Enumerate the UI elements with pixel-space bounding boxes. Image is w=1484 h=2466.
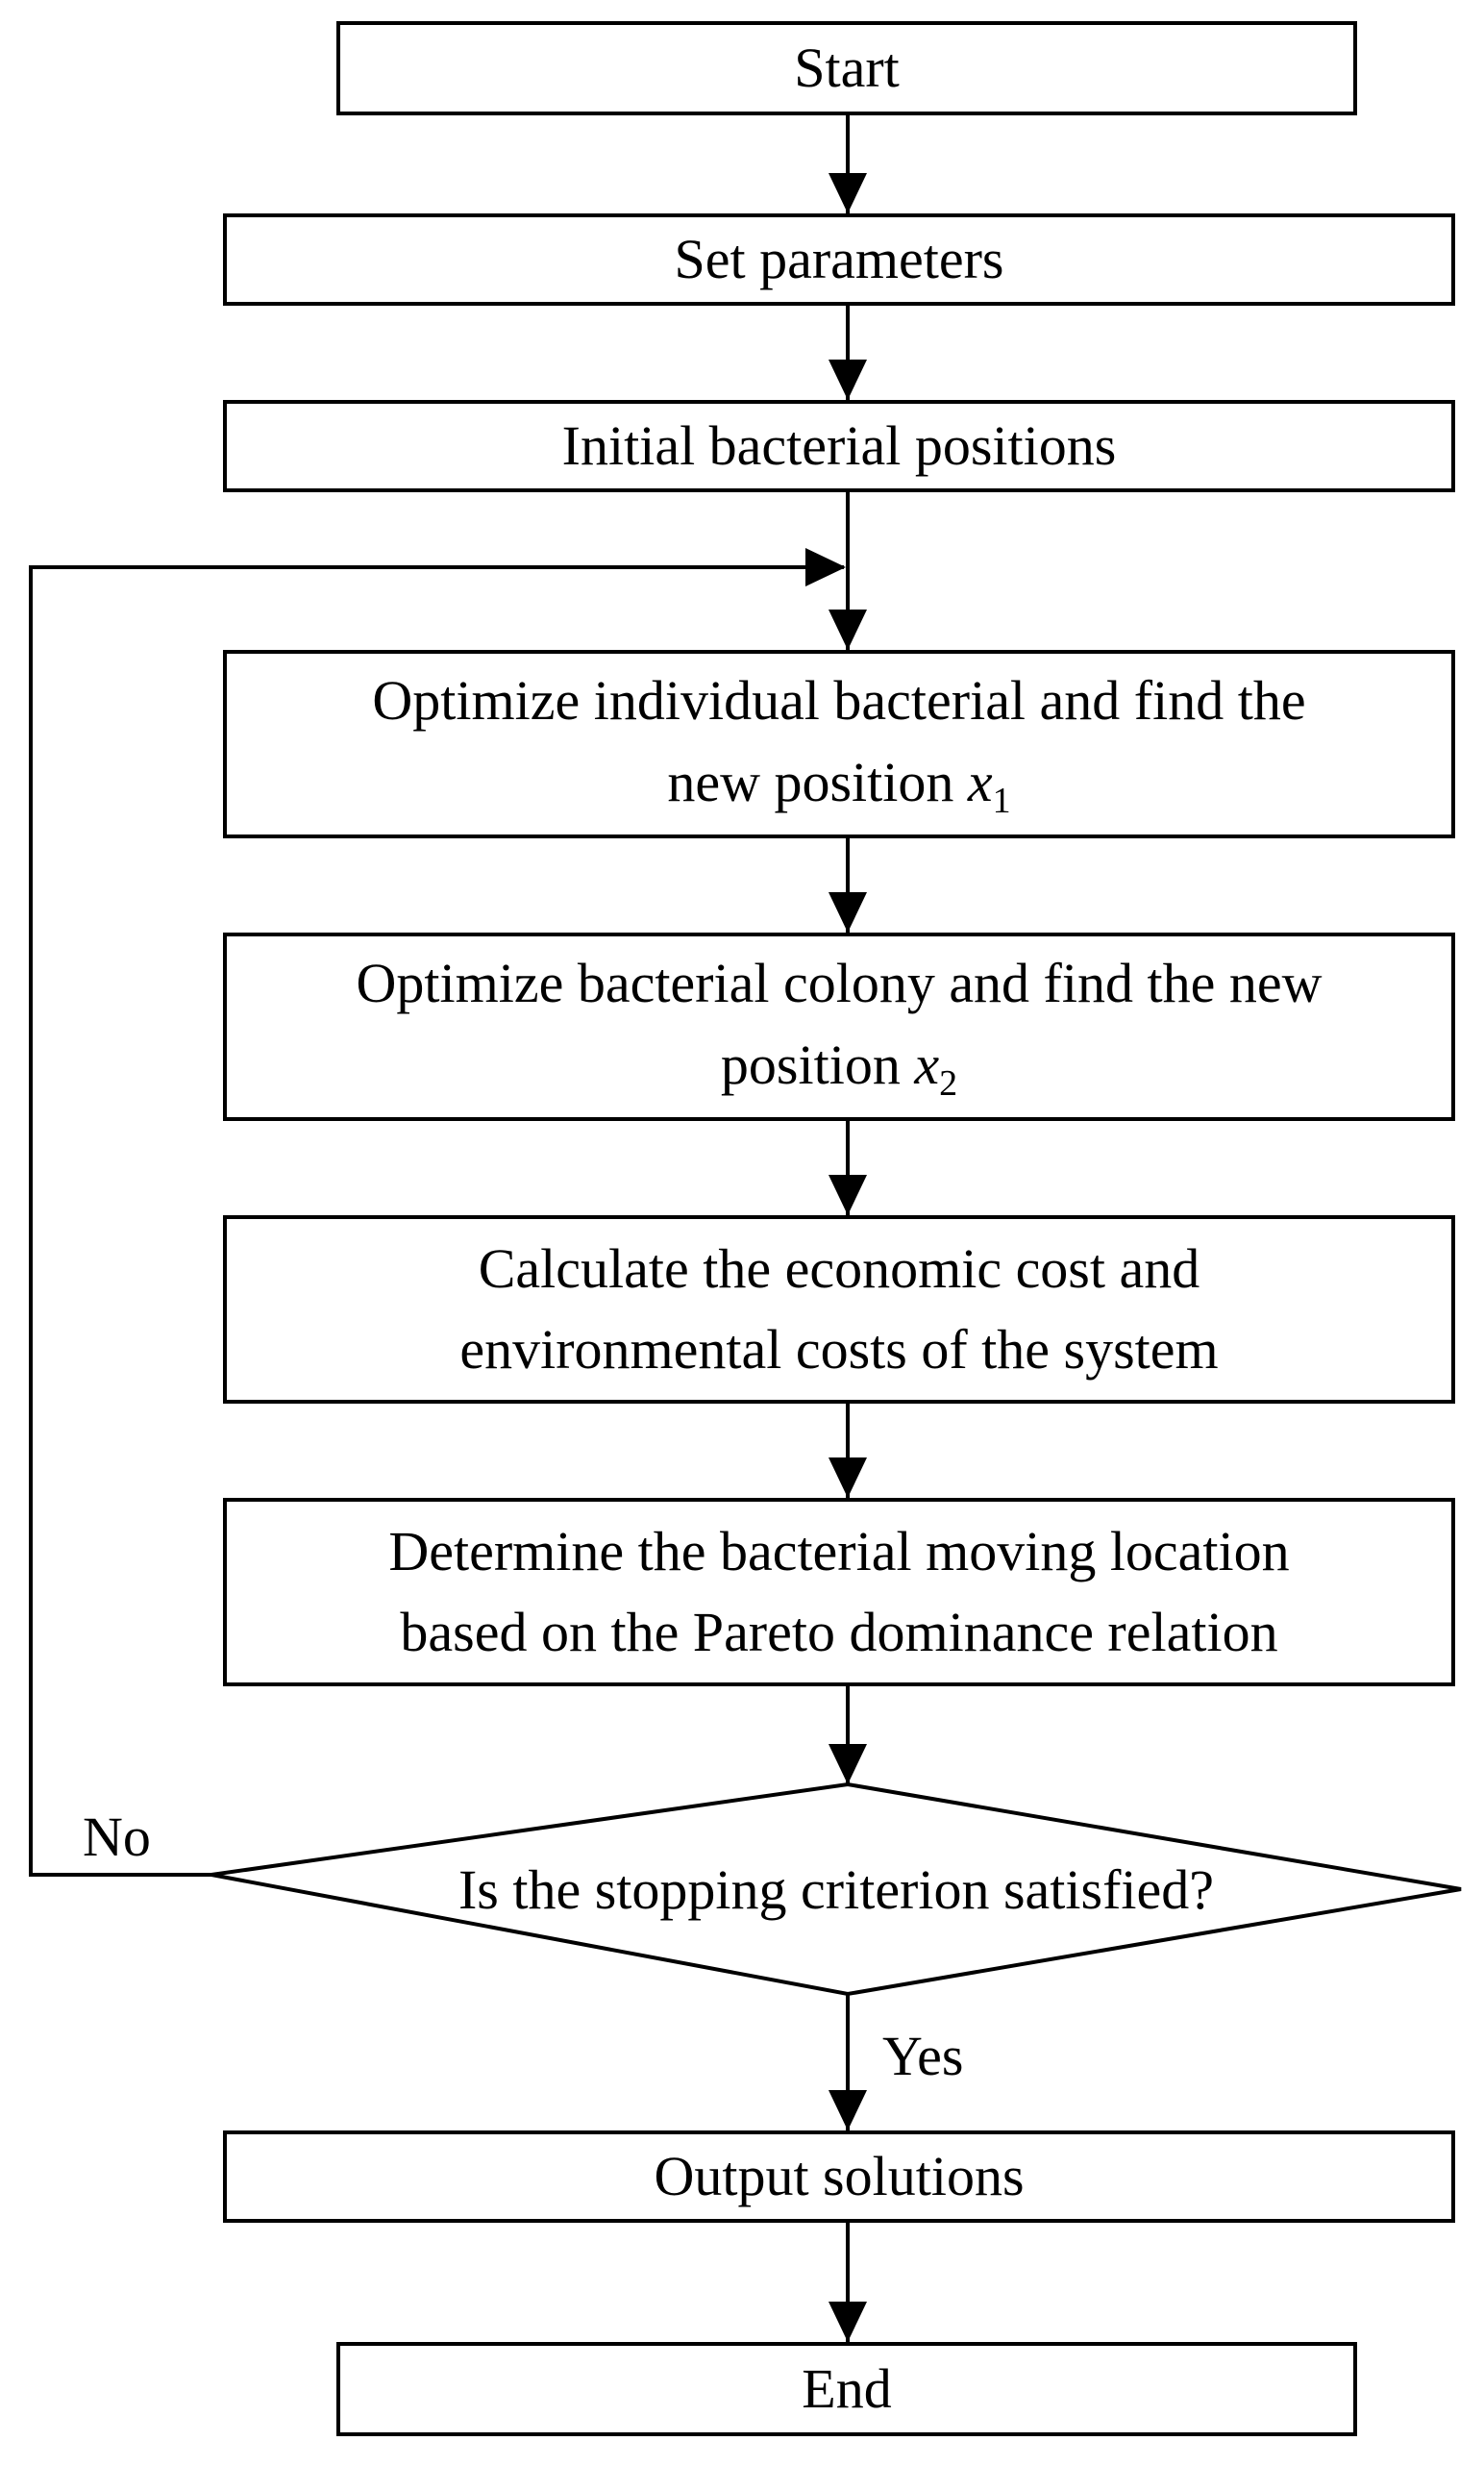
optimize-colony-variable: x: [914, 1033, 940, 1096]
no-label: No: [83, 1806, 151, 1868]
arrowhead-start-to-params: [829, 173, 867, 213]
end-terminal: End: [336, 2342, 1357, 2436]
calculate-costs-step: Calculate the economic cost and environm…: [223, 1215, 1455, 1404]
yes-label: Yes: [882, 2025, 964, 2087]
optimize-individual-variable: x: [967, 750, 993, 813]
determine-location-line1: Determine the bacterial moving location: [388, 1519, 1290, 1582]
determine-location-line2: based on the Pareto dominance relation: [400, 1601, 1278, 1663]
calculate-costs-line2: environmental costs of the system: [459, 1318, 1219, 1381]
decision-label: Is the stopping criterion satisfied?: [458, 1857, 1215, 1921]
optimize-colony-line2-text: position: [720, 1033, 915, 1096]
optimize-colony-line1: Optimize bacterial colony and find the n…: [356, 952, 1323, 1015]
arrowhead-colony-to-calculate: [829, 1175, 867, 1215]
determine-location-step: Determine the bacterial moving location …: [223, 1498, 1455, 1686]
loop-back-line: [29, 565, 844, 1877]
start-label: Start: [794, 36, 900, 99]
arrowhead-initial-to-individual: [829, 610, 867, 650]
arrowhead-loop-back: [805, 548, 846, 586]
optimize-colony-line2: position x2: [721, 1025, 957, 1110]
optimize-individual-subscript: 1: [992, 780, 1011, 821]
output-solutions-label: Output solutions: [654, 2144, 1025, 2207]
decision-diamond: [210, 1781, 1462, 1997]
optimize-individual-step: Optimize individual bacterial and find t…: [223, 650, 1455, 838]
optimize-colony-step: Optimize bacterial colony and find the n…: [223, 933, 1455, 1121]
arrowhead-individual-to-colony: [829, 892, 867, 933]
arrowhead-params-to-initial: [829, 360, 867, 400]
arrowhead-determine-to-decision: [829, 1744, 867, 1784]
arrowhead-decision-to-output: [829, 2090, 867, 2130]
initial-positions-label: Initial bacterial positions: [561, 413, 1117, 477]
initial-positions-step: Initial bacterial positions: [223, 400, 1455, 492]
end-label: End: [802, 2356, 892, 2420]
set-parameters-step: Set parameters: [223, 213, 1455, 306]
optimize-individual-line1: Optimize individual bacterial and find t…: [372, 669, 1306, 733]
optimize-individual-line2-text: new position: [667, 750, 968, 813]
output-solutions-step: Output solutions: [223, 2130, 1455, 2223]
optimize-individual-line2: new position x1: [667, 742, 1010, 828]
arrowhead-calculate-to-determine: [829, 1457, 867, 1498]
calculate-costs-line1: Calculate the economic cost and: [478, 1236, 1200, 1300]
start-terminal: Start: [336, 21, 1357, 115]
arrowhead-output-to-end: [829, 2302, 867, 2342]
set-parameters-label: Set parameters: [674, 227, 1004, 290]
optimize-colony-subscript: 2: [939, 1062, 958, 1104]
